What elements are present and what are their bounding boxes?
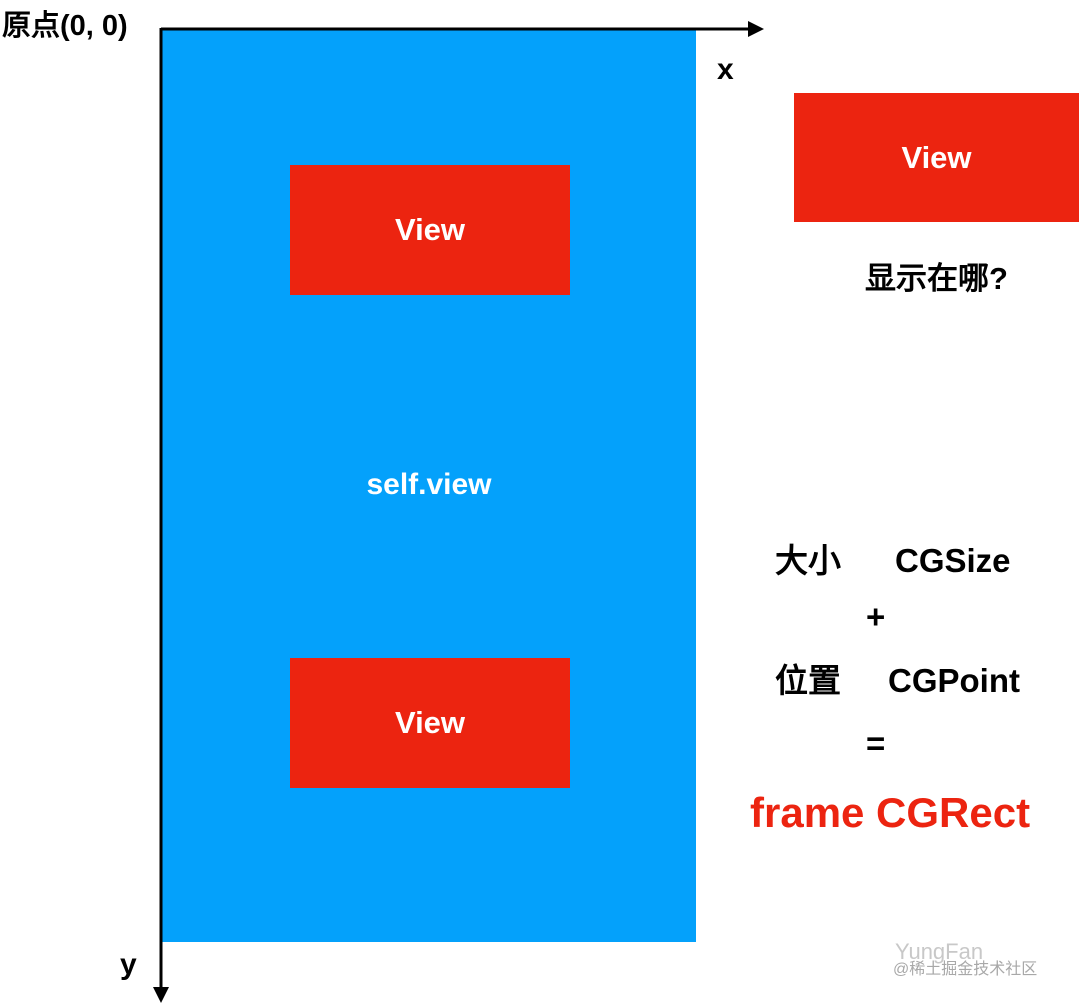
- subview-bottom-label: View: [394, 705, 466, 740]
- y-axis-arrowhead: [153, 987, 169, 1003]
- subview-outside-label: View: [901, 139, 972, 175]
- formula-size-type: CGSize: [895, 542, 1011, 579]
- origin-label: 原点(0, 0): [2, 10, 128, 42]
- formula-position-type: CGPoint: [888, 662, 1020, 699]
- subview-top-label: View: [394, 212, 466, 247]
- subview-bottom: View: [290, 658, 570, 788]
- watermark-brand: YungFan: [895, 939, 984, 964]
- formula-plus: +: [866, 598, 886, 635]
- x-axis-arrowhead: [748, 21, 764, 37]
- question-text: 显示在哪?: [865, 261, 1008, 296]
- formula-position-cn: 位置: [775, 662, 841, 699]
- self-view-label: self.view: [366, 468, 492, 501]
- x-axis-label: x: [717, 53, 734, 86]
- subview-top: View: [290, 165, 570, 295]
- formula-size-cn: 大小: [775, 542, 841, 579]
- y-axis-label: y: [120, 948, 137, 981]
- formula-result: frame CGRect: [750, 789, 1031, 836]
- watermark-sub: @稀土掘金技术社区: [893, 961, 1038, 978]
- subview-outside: View: [794, 93, 1079, 222]
- formula-equals: =: [866, 725, 886, 762]
